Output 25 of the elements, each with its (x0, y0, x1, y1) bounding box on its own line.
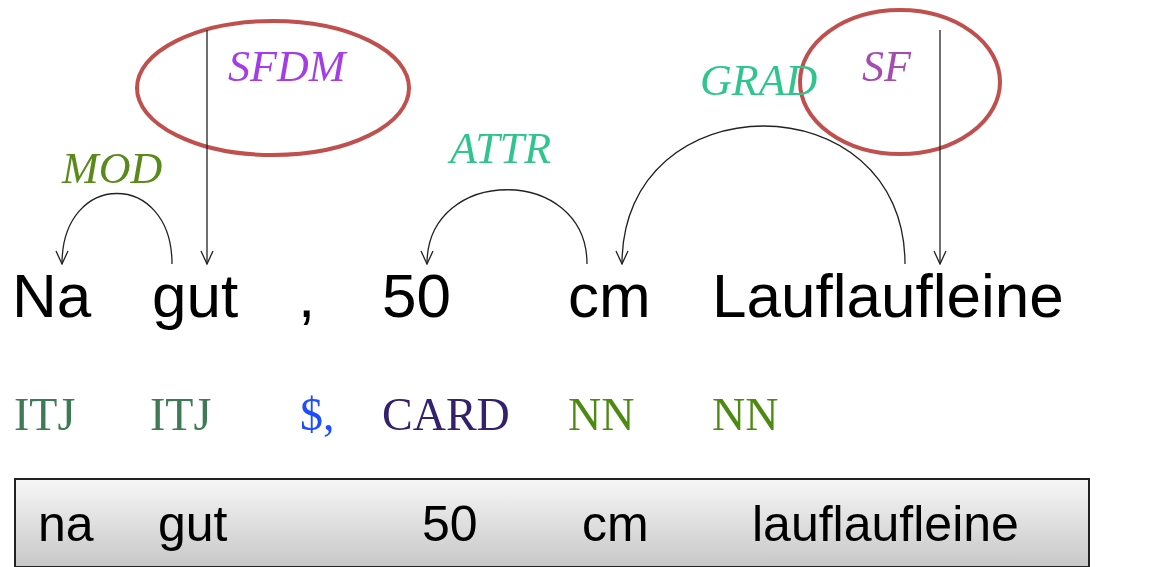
lemma-bar (14, 478, 1090, 567)
word: 50 (382, 266, 451, 326)
arrow (933, 29, 947, 265)
arrow (617, 125, 906, 265)
pos-tag: CARD (382, 390, 510, 440)
word: Lauflaufleine (712, 266, 1064, 326)
pos-tag: $, (300, 390, 335, 440)
pos-tag: NN (568, 390, 635, 440)
word: Na (12, 266, 92, 326)
arrow (56, 192, 173, 265)
pos-tag: ITJ (150, 390, 212, 440)
lemma-word: na (38, 496, 94, 552)
word: cm (568, 266, 651, 326)
pos-tag: ITJ (14, 390, 76, 440)
arrow (200, 29, 214, 265)
edge-label: SF (862, 44, 911, 90)
edge-label: MOD (62, 146, 163, 192)
lemma-word: lauflaufleine (752, 496, 1019, 552)
edge-label: SFDM (228, 44, 346, 90)
lemma-word: cm (582, 496, 649, 552)
lemma-word: 50 (422, 496, 478, 552)
arrow (422, 189, 588, 265)
lemma-word: gut (158, 496, 228, 552)
pos-tag: NN (712, 390, 779, 440)
word: , (298, 266, 316, 326)
